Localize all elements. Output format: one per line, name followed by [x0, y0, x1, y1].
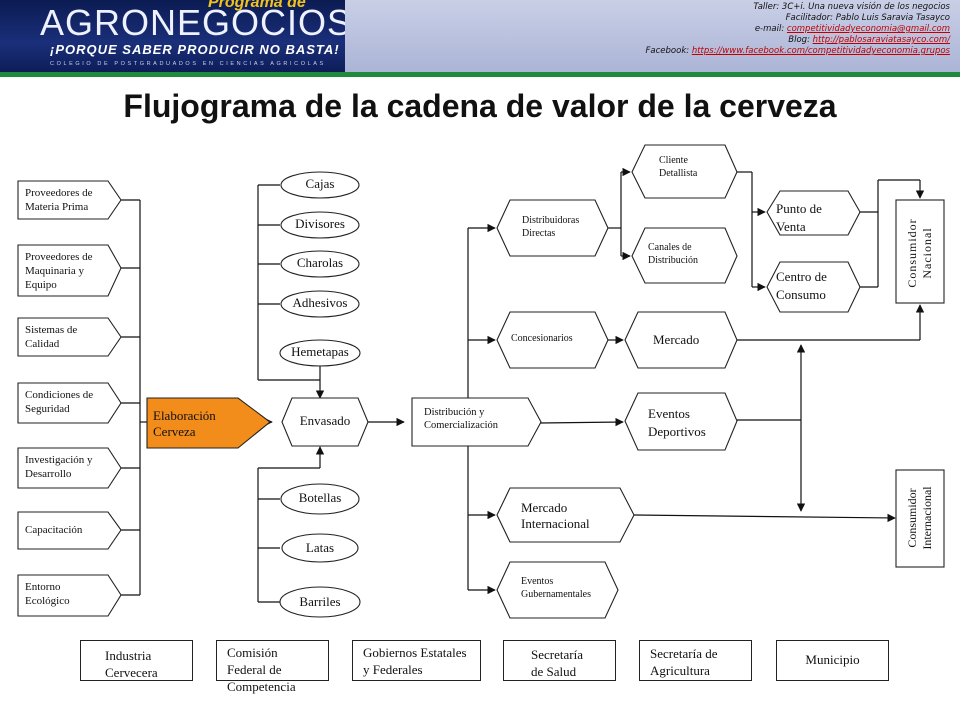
- credits-email-line: e-mail: competitividadyeconomia@gmail.co…: [350, 24, 950, 35]
- distribucion-shape: [411, 397, 542, 447]
- input-text-6: Capacitación: [25, 524, 83, 536]
- input-label-2: Proveedores de Maquinaria y Equipo: [25, 251, 113, 292]
- institution-box-4: Secretaría de Salud: [503, 640, 616, 681]
- consumidor-nacional-shape: [895, 199, 945, 304]
- credits-facebook-line: Facebook: https://www.facebook.com/compe…: [350, 46, 950, 57]
- logo-brand-text: AGRONEGOCIOS: [40, 2, 345, 43]
- hemetapas-label: Hemetapas: [291, 344, 349, 359]
- punto-venta-shape: [766, 190, 861, 236]
- eventos-gubernamentales-label: Eventos Gubernamentales: [521, 576, 591, 600]
- input-text-2: Proveedores de Maquinaria y Equipo: [25, 251, 93, 291]
- canales-shape: [631, 227, 738, 284]
- input-text-5: Investigación y Desarrollo: [25, 454, 93, 480]
- envasado-shape: [281, 397, 369, 447]
- adhesivos-shape: [280, 290, 360, 318]
- charolas-shape: [280, 250, 360, 278]
- logo-slogan-text: ¡PORQUE SABER PRODUCIR NO BASTA!: [50, 42, 340, 57]
- arrow-distribucion-to-deportivos: [539, 417, 624, 427]
- centro-consumo-shape: [766, 261, 861, 313]
- input-text-1: Proveedores de Materia Prima: [25, 187, 93, 213]
- input-shape-2: [17, 244, 122, 297]
- input-shape-4: [17, 382, 122, 424]
- botellas-shape: [280, 483, 360, 515]
- divisores-label: Divisores: [295, 216, 345, 231]
- input-shape-7: [17, 574, 122, 617]
- email-label: e-mail:: [754, 24, 787, 34]
- institution-box-3: Gobiernos Estatales y Federales: [352, 640, 481, 681]
- institution-box-2: Comisión Federal de Competencia: [216, 640, 329, 694]
- input-shape-5: [17, 447, 122, 489]
- credits-workshop: Taller: 3C+i. Una nueva visión de los ne…: [753, 2, 950, 12]
- input-text-7: Entorno Ecológico: [25, 581, 70, 607]
- logo-program-text: Programa de: [208, 0, 306, 11]
- input-label-6: Capacitación: [25, 524, 82, 538]
- institution-box-5: Secretaría de Agricultura: [639, 640, 752, 681]
- mercado-label: Mercado: [653, 332, 700, 347]
- envasado-label: Envasado: [299, 413, 351, 428]
- hemetapas-shape: [279, 339, 361, 367]
- cajas-shape: [280, 171, 360, 199]
- email-link[interactable]: competitividadyeconomia@gmail.com: [786, 24, 950, 34]
- input-shape-6: [17, 511, 122, 550]
- input-text-3: Sistemas de Calidad: [25, 324, 78, 350]
- concesionarios-label: Concesionarios: [511, 333, 573, 344]
- mercado-shape: [624, 311, 738, 369]
- distribuidoras-label: Distribuidoras Directas: [522, 215, 580, 239]
- barriles-label: Barriles: [299, 594, 341, 609]
- input-label-5: Investigación y Desarrollo: [25, 454, 115, 482]
- input-label-4: Condiciones de Seguridad: [25, 389, 101, 417]
- credits-block: Taller: 3C+i. Una nueva visión de los ne…: [350, 2, 950, 57]
- canales-label: Canales de Distribución: [648, 242, 698, 266]
- distribucion-label: Distribución y Comercialización: [424, 407, 499, 432]
- centro-consumo-label: Centro de Consumo: [776, 269, 827, 303]
- cliente-detallista-label: Cliente Detallista: [659, 155, 698, 179]
- cliente-detallista-shape: [631, 144, 738, 199]
- botellas-label: Botellas: [298, 490, 342, 505]
- concesionarios-shape: [496, 311, 609, 369]
- eventos-gubernamentales-shape: [496, 561, 619, 619]
- mercado-internacional-label: Mercado Internacional: [521, 500, 590, 532]
- facebook-link[interactable]: https://www.facebook.com/competitividady…: [691, 46, 950, 56]
- charolas-label: Charolas: [296, 255, 344, 270]
- distribuidoras-shape: [496, 199, 609, 257]
- credits-facilitator: Facilitador: Pablo Luis Saravia Tasayco: [785, 13, 950, 23]
- eventos-deportivos-shape: [624, 392, 738, 451]
- program-logo: Programa de AGRONEGOCIOS ¡PORQUE SABER P…: [0, 0, 345, 72]
- input-shape-3: [17, 317, 122, 357]
- input-label-3: Sistemas de Calidad: [25, 324, 97, 352]
- adhesivos-label: Adhesivos: [292, 295, 348, 310]
- barriles-shape: [279, 586, 361, 618]
- banner-divider: [0, 72, 960, 77]
- input-shape-1: [17, 180, 122, 220]
- consumidor-internacional-shape: [895, 469, 945, 568]
- divisores-shape: [280, 211, 360, 239]
- credits-blog-line: Blog: http://pablosaraviatasayco.com/: [350, 35, 950, 46]
- blog-label: Blog:: [788, 35, 813, 45]
- logo-college-text: COLEGIO DE POSTGRADUADOS EN CIENCIAS AGR…: [50, 61, 326, 67]
- facebook-label: Facebook:: [645, 46, 692, 56]
- punto-venta-label: Punto de Venta: [776, 201, 822, 234]
- center-label: Elaboración Cerveza: [153, 408, 216, 440]
- consumidor-nacional-label: Consumidor Nacional: [905, 218, 934, 288]
- mercado-internacional-shape: [496, 487, 635, 543]
- latas-shape: [281, 533, 359, 563]
- input-label-1: Proveedores de Materia Prima: [25, 187, 113, 215]
- latas-label: Latas: [305, 540, 335, 555]
- cajas-label: Cajas: [305, 176, 335, 191]
- eventos-deportivos-label: Eventos Deportivos: [648, 406, 706, 440]
- institution-box-1: Industria Cervecera: [80, 640, 193, 681]
- input-label-7: Entorno Ecológico: [25, 581, 87, 609]
- blog-link[interactable]: http://pablosaraviatasayco.com/: [812, 35, 950, 45]
- arrow-to-consumidor-internacional: [633, 513, 896, 523]
- page-title: Flujograma de la cadena de valor de la c…: [123, 88, 837, 124]
- consumidor-internacional-label: Consumidor Internacional: [905, 486, 934, 550]
- input-text-4: Condiciones de Seguridad: [25, 389, 94, 415]
- institution-box-6: Municipio: [776, 640, 889, 681]
- center-shape: [146, 397, 271, 449]
- header-banner: Programa de AGRONEGOCIOS ¡PORQUE SABER P…: [0, 0, 960, 76]
